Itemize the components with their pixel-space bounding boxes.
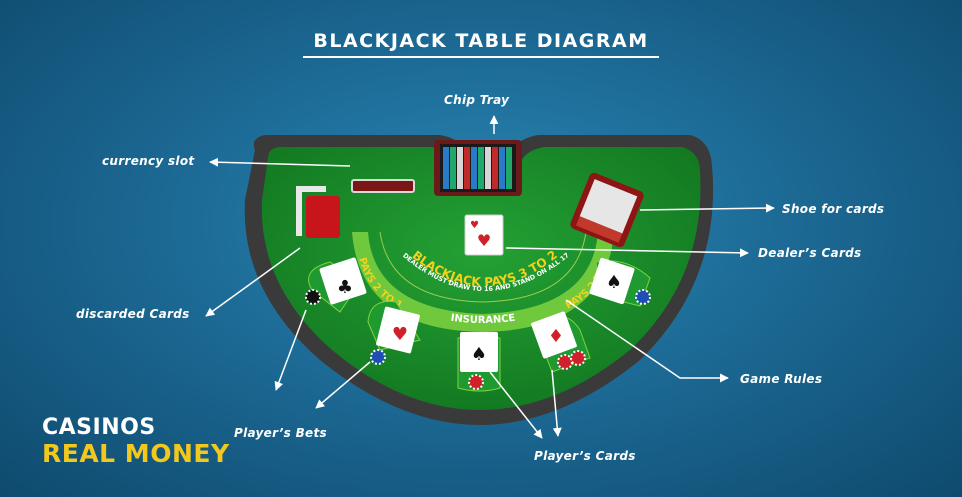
label-dealers-cards: Dealer’s Cards [758,246,862,260]
label-discarded-cards: discarded Cards [76,307,190,321]
svg-text:♥: ♥ [477,231,491,250]
arrow-game-rules [565,299,729,383]
arrow-players-bets-a [274,309,307,391]
arrow-currency-slot [209,157,351,167]
label-currency-slot: currency slot [102,154,195,168]
player-spot-2: ♥ [367,300,421,365]
label-players-bets: Player’s Bets [234,426,327,440]
arrow-discarded-cards [205,247,301,317]
title-wrap: BLACKJACK TABLE DIAGRAM [0,30,962,58]
arrow-shoe [639,203,775,213]
svg-text:♥: ♥ [470,220,479,231]
discard-holder [296,186,340,238]
svg-text:♠: ♠ [606,272,622,293]
dealer-card: ♥ ♥ [464,214,504,256]
player-spot-3: ♠ [457,332,501,392]
callout-arrows [205,115,775,439]
inner-arc-line [379,231,587,303]
arrow-players-cards-b [551,369,562,437]
logo-line-1: CASINOS [42,415,156,440]
label-chip-tray: Chip Tray [444,93,510,107]
player-spot-5: ♠ [589,257,651,307]
arrow-players-bets-b [315,361,371,409]
svg-text:♣: ♣ [337,277,353,298]
player-spot-1: ♣ [305,257,367,313]
casinos-real-money-logo: CASINOS REAL MONEY [42,415,230,468]
logo-line-2: REAL MONEY [42,439,230,468]
insurance-text: INSURANCE [450,313,516,326]
card-shoe [570,172,644,248]
chip-tray [434,140,522,196]
svg-text:♦: ♦ [548,326,564,347]
label-players-cards: Player’s Cards [534,449,636,463]
currency-slot [351,179,415,193]
arrow-dealer-cards [505,247,749,258]
label-shoe: Shoe for cards [782,202,885,216]
player-spot-4: ♦ [531,311,591,373]
svg-text:♠: ♠ [471,344,487,365]
chip-stacks [443,147,512,189]
arrow-players-cards-a [489,371,543,439]
diagram-title: BLACKJACK TABLE DIAGRAM [303,30,659,58]
svg-text:♥: ♥ [392,324,408,345]
label-game-rules: Game Rules [740,372,823,386]
insurance-arc-stripe [352,232,614,332]
